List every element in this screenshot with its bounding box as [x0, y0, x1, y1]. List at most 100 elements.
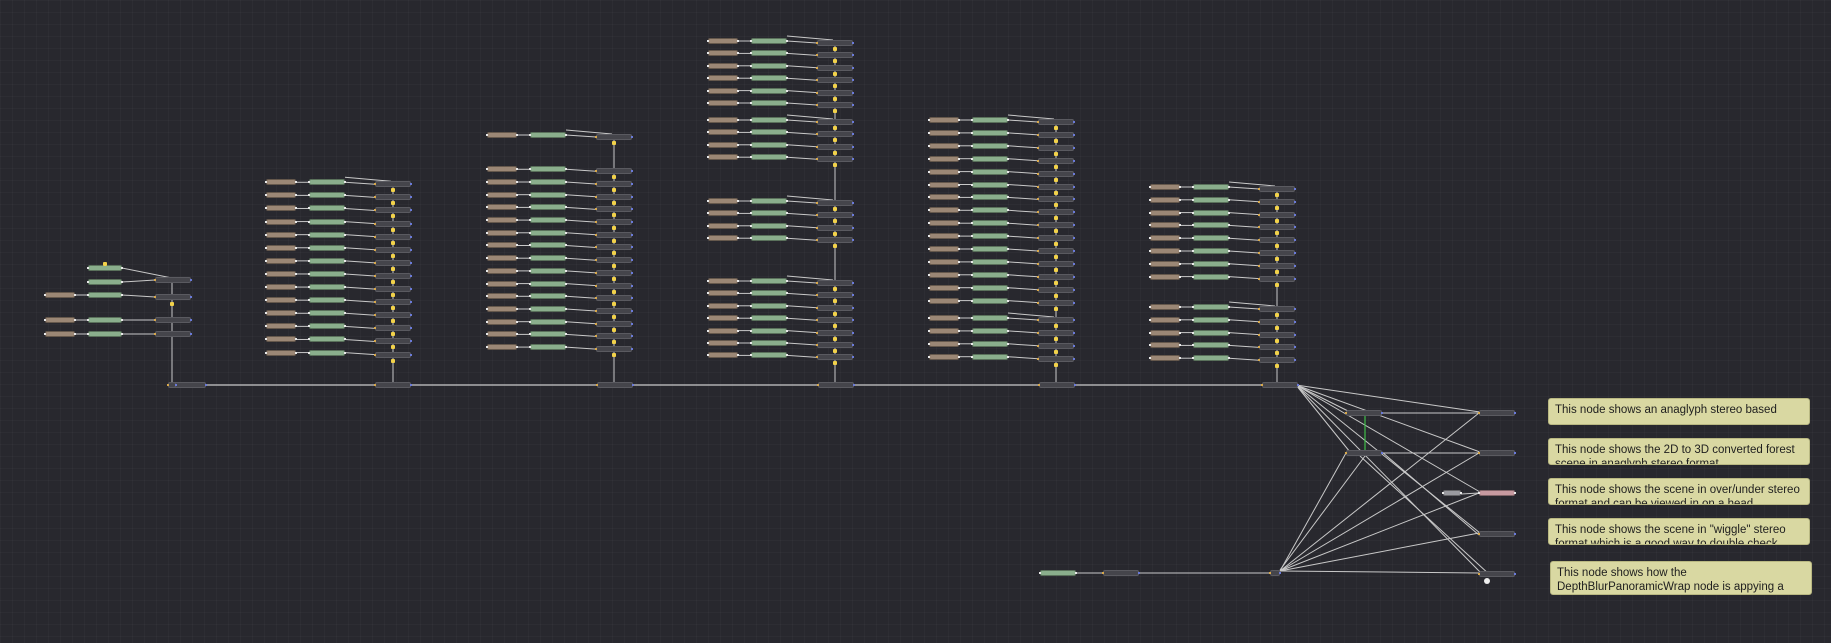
tool-node[interactable]	[971, 207, 1009, 214]
merge-node[interactable]	[816, 342, 854, 348]
tool-node[interactable]	[971, 117, 1009, 123]
tool-node[interactable]	[529, 132, 567, 138]
merge-node[interactable]	[816, 292, 854, 299]
loader-node[interactable]	[265, 218, 297, 225]
tool-node[interactable]	[971, 155, 1009, 162]
tool-node[interactable]	[308, 284, 346, 291]
loader-node[interactable]	[44, 331, 76, 337]
merge-node[interactable]	[595, 320, 633, 327]
main-merge-node[interactable]	[1261, 382, 1299, 388]
loader-node[interactable]	[707, 62, 739, 69]
merge-node[interactable]	[595, 282, 633, 289]
merge-node[interactable]	[816, 280, 854, 286]
merge-node[interactable]	[374, 351, 412, 358]
tool-node[interactable]	[1192, 235, 1230, 242]
loader-node[interactable]	[265, 244, 297, 251]
loader-node[interactable]	[928, 297, 960, 304]
tool-node[interactable]	[529, 242, 567, 249]
merge-node[interactable]	[816, 64, 854, 71]
tool-node[interactable]	[750, 315, 788, 322]
loader-node[interactable]	[486, 267, 518, 274]
loader-node[interactable]	[928, 117, 960, 123]
pipe-start-node[interactable]	[167, 382, 177, 388]
merge-node[interactable]	[1037, 157, 1075, 164]
loader-node[interactable]	[265, 349, 297, 356]
merge-node[interactable]	[1037, 235, 1075, 242]
merge-node[interactable]	[816, 40, 854, 46]
tool-node[interactable]	[750, 50, 788, 57]
tool-node[interactable]	[971, 353, 1009, 360]
stereo-node[interactable]	[1345, 410, 1383, 416]
loader-node[interactable]	[928, 327, 960, 334]
loader-node[interactable]	[1149, 248, 1181, 254]
merge-node[interactable]	[816, 102, 854, 108]
loader-node[interactable]	[928, 353, 960, 360]
tool-node[interactable]	[308, 192, 346, 199]
tool-node[interactable]	[971, 181, 1009, 188]
loader-node[interactable]	[486, 344, 518, 351]
merge-node[interactable]	[816, 212, 854, 219]
merge-node[interactable]	[1258, 186, 1296, 192]
loader-node[interactable]	[707, 235, 739, 242]
merge-node[interactable]	[816, 131, 854, 138]
merge-node[interactable]	[816, 224, 854, 231]
tool-node[interactable]	[1192, 316, 1230, 323]
tool-node[interactable]	[750, 327, 788, 334]
loader-node[interactable]	[707, 154, 739, 161]
tool-node[interactable]	[1192, 196, 1230, 203]
tool-node[interactable]	[1039, 570, 1077, 576]
tool-node[interactable]	[971, 246, 1009, 252]
loader-node[interactable]	[928, 340, 960, 347]
loader-node[interactable]	[707, 290, 739, 297]
loader-node[interactable]	[486, 204, 518, 211]
loader-node[interactable]	[265, 297, 297, 304]
tool-node[interactable]	[1192, 304, 1230, 310]
tool-node[interactable]	[1192, 355, 1230, 362]
loader-node[interactable]	[44, 292, 76, 298]
sticky-note-anaglyph[interactable]: This node shows an anaglyph stereo based	[1548, 398, 1810, 425]
loader-node[interactable]	[928, 258, 960, 265]
tool-node[interactable]	[750, 340, 788, 346]
merge-node[interactable]	[595, 333, 633, 340]
loader-node[interactable]	[707, 38, 739, 44]
merge-node[interactable]	[816, 77, 854, 84]
merge-node[interactable]	[1037, 260, 1075, 267]
sticky-note-depthblur[interactable]: This node shows how the DepthBlurPanoram…	[1550, 561, 1812, 595]
tool-node[interactable]	[308, 244, 346, 251]
merge-node[interactable]	[1037, 131, 1075, 138]
tool-node[interactable]	[529, 255, 567, 262]
tool-node[interactable]	[971, 297, 1009, 304]
loader-node[interactable]	[928, 233, 960, 240]
merge-node[interactable]	[374, 207, 412, 214]
tool-node[interactable]	[750, 235, 788, 242]
merge-node[interactable]	[1258, 318, 1296, 325]
loader-node[interactable]	[1149, 316, 1181, 323]
merge-node[interactable]	[816, 143, 854, 150]
loader-node[interactable]	[1149, 222, 1181, 229]
tool-node[interactable]	[529, 178, 567, 185]
tool-node[interactable]	[1192, 248, 1230, 254]
tool-node[interactable]	[971, 168, 1009, 175]
tool-node[interactable]	[308, 205, 346, 212]
tool-node[interactable]	[308, 336, 346, 343]
loader-node[interactable]	[1149, 235, 1181, 242]
merge-node[interactable]	[1037, 248, 1075, 254]
merge-node[interactable]	[1037, 286, 1075, 293]
tool-node[interactable]	[971, 284, 1009, 291]
loader-node[interactable]	[928, 194, 960, 201]
loader-node[interactable]	[486, 305, 518, 312]
loader-node[interactable]	[707, 141, 739, 148]
merge-node[interactable]	[1037, 317, 1075, 323]
merge-node[interactable]	[1037, 329, 1075, 336]
loader-node[interactable]	[707, 75, 739, 82]
merge-node[interactable]	[1037, 342, 1075, 349]
tool-node[interactable]	[308, 297, 346, 304]
tool-node[interactable]	[308, 231, 346, 238]
merge-node[interactable]	[1258, 237, 1296, 244]
loader-node[interactable]	[707, 302, 739, 309]
loader-node[interactable]	[486, 331, 518, 338]
loader-node[interactable]	[1149, 304, 1181, 310]
loader-node[interactable]	[486, 178, 518, 185]
loader-node[interactable]	[265, 270, 297, 277]
loader-node[interactable]	[44, 317, 76, 323]
